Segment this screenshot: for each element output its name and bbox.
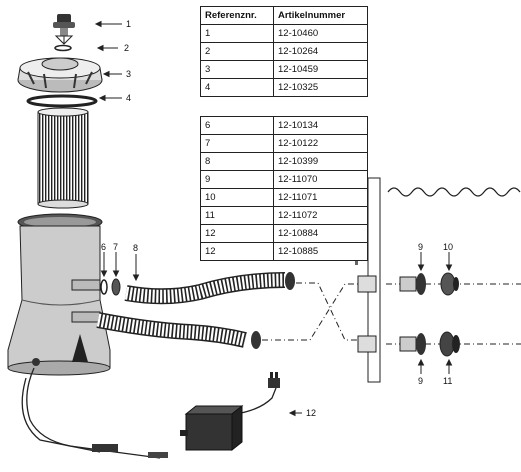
article-cell: 12-10884	[273, 224, 368, 243]
water-line	[387, 187, 521, 197]
article-cell: 12-10460	[273, 24, 368, 43]
ref-cell: 4	[200, 78, 274, 97]
article-cell: 12-11072	[273, 206, 368, 225]
part-9-upper-fitting	[399, 273, 426, 295]
cord-connector	[148, 452, 168, 458]
callout-10: 10	[443, 242, 453, 252]
pool-wall	[357, 177, 381, 383]
part-7-strainer	[111, 278, 121, 296]
part-2-o-ring	[54, 44, 72, 52]
table-header-row: Referenznr. Artikelnummer	[200, 6, 368, 25]
article-cell: 12-10459	[273, 60, 368, 79]
part-1-air-release-valve	[53, 14, 75, 45]
callout-11: 11	[443, 376, 452, 386]
callout-arrows	[94, 20, 453, 417]
part-9-lower-fitting	[399, 333, 426, 355]
callout-4: 4	[126, 93, 131, 103]
article-cell: 12-10134	[273, 116, 368, 135]
part-4-lid-o-ring	[26, 94, 98, 108]
cord-clamp	[92, 444, 118, 452]
article-cell: 12-11070	[273, 170, 368, 189]
ref-cell: 7	[200, 134, 274, 153]
article-cell: 12-10264	[273, 42, 368, 61]
pump-housing	[7, 213, 111, 376]
ref-cell: 9	[200, 170, 274, 189]
callout-1: 1	[126, 19, 131, 29]
part-11-strainer-grid	[439, 331, 460, 357]
callout-2: 2	[124, 43, 129, 53]
article-cell: 12-10399	[273, 152, 368, 171]
ref-cell: 10	[200, 188, 274, 207]
part-12-transformer	[180, 404, 244, 452]
callout-3: 3	[126, 69, 131, 79]
article-cell: 12-10122	[273, 134, 368, 153]
ref-cell: 6	[200, 116, 274, 135]
part-6-ring	[100, 279, 108, 295]
assembly-guide-lines	[262, 282, 521, 345]
ref-cell: 1	[200, 24, 274, 43]
ref-cell: 3	[200, 60, 274, 79]
part-8-upper-hose	[124, 272, 295, 305]
ref-cell: 2	[200, 42, 274, 61]
ref-cell: 12	[200, 224, 274, 243]
callout-7: 7	[113, 242, 118, 252]
part-10-jet-nozzle	[440, 272, 459, 296]
ref-cell: 8	[200, 152, 274, 171]
callout-8: 8	[133, 243, 138, 253]
part-3-lid	[17, 57, 103, 93]
callout-9-upper: 9	[418, 242, 423, 252]
ref-cell: 11	[200, 206, 274, 225]
callout-12: 12	[306, 408, 316, 418]
header-article-number: Artikelnummer	[273, 6, 368, 25]
article-cell: 12-11071	[273, 188, 368, 207]
article-cell: 12-10885	[273, 242, 368, 261]
callout-labels: 1 2 3 4 6 7 8 9 10 9 11 12	[101, 19, 453, 418]
lower-hose	[96, 312, 261, 349]
mains-plug	[268, 372, 280, 388]
callout-6: 6	[101, 242, 106, 252]
article-cell: 12-10325	[273, 78, 368, 97]
ref-cell: 12	[200, 242, 274, 261]
header-reference-number: Referenznr.	[200, 6, 274, 25]
filter-cartridge	[37, 107, 89, 209]
callout-9-lower: 9	[418, 376, 423, 386]
